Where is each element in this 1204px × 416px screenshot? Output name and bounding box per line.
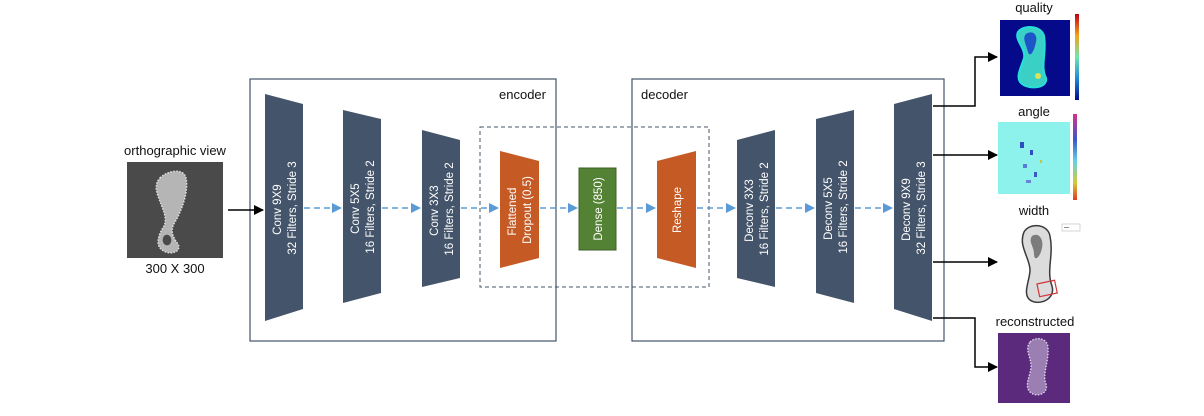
quality-colorbar [1075, 14, 1079, 100]
input-title: orthographic view [124, 143, 226, 158]
input-size: 300 X 300 [145, 261, 204, 276]
encoder-layer-2 [343, 110, 381, 303]
encoder-layer-1-label: Conv 9X9 32 Filters, Stride 3 [272, 161, 299, 254]
dense-label: Dense (850) [593, 177, 605, 240]
input-bone-shape [155, 170, 188, 254]
encoder-layer-3-label: Conv 3X3 16 Filters, Stride 2 [429, 162, 456, 255]
reconstructed-bone-shape [1026, 337, 1049, 396]
dense-layer [578, 167, 617, 251]
decoder-layer-2 [816, 110, 854, 303]
output-arrows [933, 52, 998, 372]
reshape-label: Reshape [672, 187, 684, 233]
decoder-layer-3 [894, 94, 932, 321]
encoder-layer-1 [265, 94, 303, 321]
angle-colorbar [1073, 114, 1077, 200]
flatten-dropout-layer [500, 151, 539, 268]
encoder-label: encoder [499, 87, 547, 102]
output-quality-label: quality [1015, 0, 1053, 15]
decoder-label: decoder [641, 87, 689, 102]
encoder-layer-2-label: Conv 5X5 16 Filters, Stride 2 [350, 160, 377, 253]
width-highlight-box [1036, 279, 1058, 298]
output-width-label: width [1018, 203, 1049, 218]
angle-heatmap [998, 122, 1070, 194]
encoder-layer-3 [422, 130, 460, 287]
quality-heatmap-shape [1016, 26, 1048, 89]
output-angle-label: angle [1018, 104, 1050, 119]
flatten-dropout-label: Flattened Dropout (0.5) [507, 176, 534, 244]
reshape-layer [657, 151, 696, 268]
output-reconstructed-label: reconstructed [996, 314, 1075, 329]
decoder-layer-1-label: Deconv 3X3 16 Filters, Stride 2 [744, 162, 771, 255]
bottleneck-dashed-frame [479, 126, 710, 288]
width-legend-box [1061, 223, 1081, 232]
decoder-layer-1 [737, 130, 775, 287]
decoder-layer-2-label: Deconv 5X5 16 Filters, Stride 2 [823, 160, 850, 253]
decoder-frame [631, 78, 945, 342]
width-map-shape [1021, 224, 1054, 304]
decoder-layer-3-label: Deconv 9X9 32 Filters, Stride 3 [901, 161, 928, 254]
angle-heatmap-marks [1020, 142, 1042, 183]
